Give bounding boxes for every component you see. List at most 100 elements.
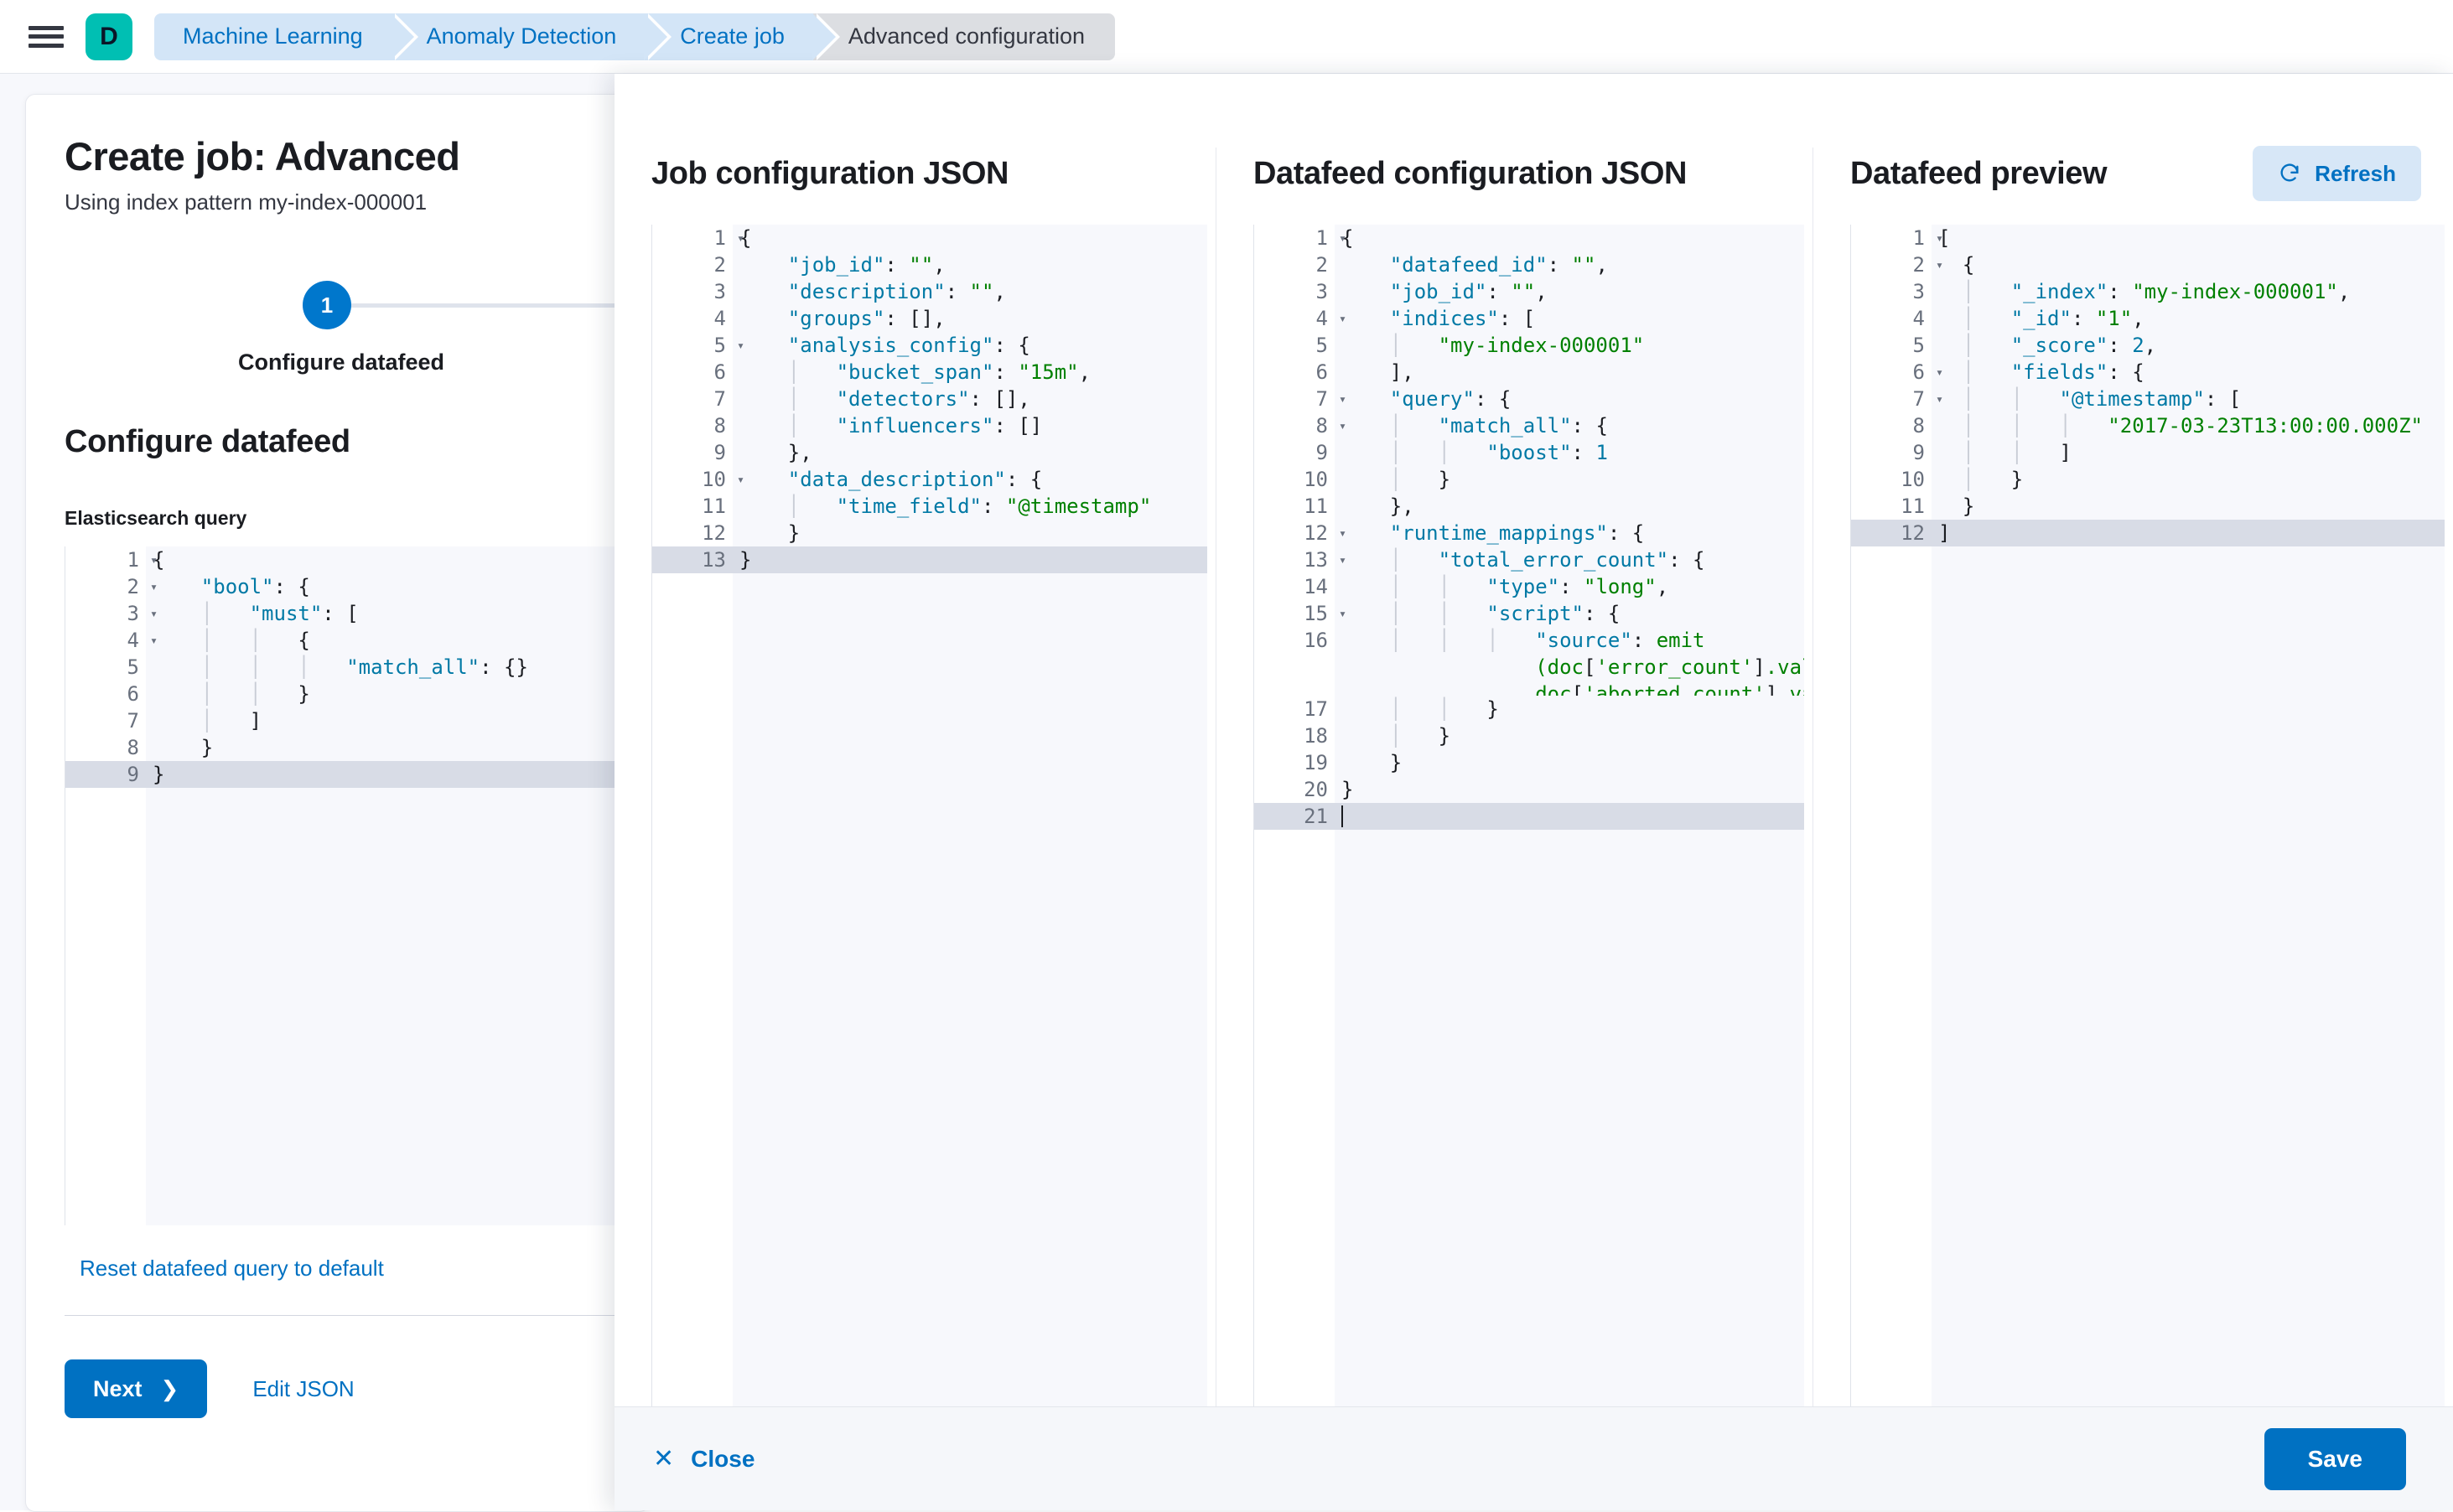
- fold-arrow-icon[interactable]: ▾: [1338, 552, 1346, 567]
- code-text: │ │ }: [146, 681, 649, 707]
- editor-line: 8 │ │ │ "2017-03-23T13:00:00.000Z": [1851, 412, 2445, 439]
- reset-datafeed-query-link[interactable]: Reset datafeed query to default: [80, 1256, 384, 1281]
- line-number: 5: [65, 654, 146, 681]
- editor-line: 9 },: [652, 439, 1207, 466]
- hamburger-icon[interactable]: [29, 23, 64, 51]
- line-number: 12: [1851, 520, 1932, 546]
- editor-line: 9}: [65, 761, 649, 788]
- breadcrumb-item-machine-learning[interactable]: Machine Learning: [154, 13, 418, 60]
- editor-line: 8 }: [65, 734, 649, 761]
- editor-line: 9 │ │ ]: [1851, 439, 2445, 466]
- top-nav-bar: D Machine Learning Anomaly Detection Cre…: [0, 0, 2453, 74]
- hamburger-bar: [29, 25, 64, 30]
- datafeed-configuration-editor[interactable]: 1▾{2 "datafeed_id": "",3 "job_id": "",4▾…: [1253, 225, 1804, 1406]
- code-text: "job_id": "",: [1335, 278, 1804, 305]
- code-text: }: [1335, 749, 1804, 776]
- line-number: 19: [1254, 749, 1335, 776]
- divider: [65, 1315, 649, 1316]
- code-text: │ }: [1932, 466, 2445, 493]
- line-number: 6: [652, 359, 733, 386]
- editor-line: 4▾ "indices": [: [1254, 305, 1804, 332]
- code-text: "bool": {: [146, 573, 649, 600]
- code-text: }: [1932, 493, 2445, 520]
- close-button-label: Close: [691, 1445, 755, 1472]
- line-number: 6: [65, 681, 146, 707]
- line-number: 17: [1254, 696, 1335, 722]
- code-text: │ "_id": "1",: [1932, 305, 2445, 332]
- editor-line: 7 │ "detectors": [],: [652, 386, 1207, 412]
- page-subtitle: Using index pattern my-index-000001: [65, 189, 428, 215]
- line-number: 2▾: [1851, 251, 1943, 278]
- editor-line: 2▾ {: [1851, 251, 2445, 278]
- fold-arrow-icon[interactable]: ▾: [149, 552, 158, 567]
- fold-arrow-icon[interactable]: ▾: [149, 579, 158, 594]
- close-button[interactable]: ✕ Close: [653, 1444, 755, 1473]
- wizard-step-connector: [351, 303, 649, 308]
- code-text: }: [146, 734, 649, 761]
- job-configuration-editor[interactable]: 1▾{2 "job_id": "",3 "description": "",4 …: [651, 225, 1207, 1406]
- wizard-step-1-indicator[interactable]: 1: [303, 281, 351, 329]
- edit-json-link[interactable]: Edit JSON: [252, 1375, 355, 1401]
- line-number: 2: [1254, 251, 1335, 278]
- fold-arrow-icon[interactable]: ▾: [1935, 365, 1943, 380]
- fold-arrow-icon[interactable]: ▾: [149, 606, 158, 621]
- code-text: │ "match_all": {: [1335, 412, 1804, 439]
- code-text: }: [146, 761, 649, 788]
- editor-line: 20}: [1254, 776, 1804, 803]
- line-number: 1▾: [1254, 225, 1346, 251]
- code-text: │ │ ]: [1932, 439, 2445, 466]
- next-button[interactable]: Next ❯: [65, 1359, 208, 1418]
- line-number: 2▾: [65, 573, 158, 600]
- wizard-actions: Next ❯ Edit JSON: [65, 1359, 649, 1418]
- code-text: │ │ {: [146, 627, 649, 654]
- code-text: │ "influencers": []: [733, 412, 1207, 439]
- editor-line: 13}: [652, 546, 1207, 573]
- code-text: "job_id": "",: [733, 251, 1207, 278]
- editor-line: 3 "description": "",: [652, 278, 1207, 305]
- line-number: 7: [652, 386, 733, 412]
- fold-arrow-icon[interactable]: ▾: [1935, 230, 1943, 246]
- fold-arrow-icon[interactable]: ▾: [1338, 391, 1346, 406]
- fold-arrow-icon[interactable]: ▾: [1338, 606, 1346, 621]
- editor-line: 7▾ │ │ "@timestamp": [: [1851, 386, 2445, 412]
- fold-arrow-icon[interactable]: ▾: [1935, 257, 1943, 272]
- fold-arrow-icon[interactable]: ▾: [1935, 391, 1943, 406]
- fold-arrow-icon[interactable]: ▾: [736, 472, 744, 487]
- line-number: 3: [652, 278, 733, 305]
- datafeed-configuration-title: Datafeed configuration JSON: [1253, 155, 1688, 191]
- editor-lines: 1▾[2▾ {3 │ "_index": "my-index-000001",4…: [1851, 225, 2445, 546]
- code-text: [1335, 803, 1804, 830]
- fold-arrow-icon[interactable]: ▾: [149, 633, 158, 648]
- breadcrumb-item-anomaly-detection[interactable]: Anomaly Detection: [391, 13, 672, 60]
- refresh-button[interactable]: Refresh: [2253, 146, 2421, 201]
- editor-line: 11 }: [1851, 493, 2445, 520]
- code-text: │ │ }: [1335, 696, 1804, 722]
- code-text: │ "_score": 2,: [1932, 332, 2445, 359]
- datafeed-preview-editor[interactable]: 1▾[2▾ {3 │ "_index": "my-index-000001",4…: [1850, 225, 2445, 1406]
- save-button[interactable]: Save: [2264, 1427, 2406, 1490]
- fold-arrow-icon[interactable]: ▾: [1338, 230, 1346, 246]
- editor-line: 12▾ "runtime_mappings": {: [1254, 520, 1804, 546]
- fold-arrow-icon[interactable]: ▾: [736, 338, 744, 353]
- code-text: }: [733, 546, 1207, 573]
- editor-line: 5▾ "analysis_config": {: [652, 332, 1207, 359]
- breadcrumb-item-create-job[interactable]: Create job: [645, 13, 840, 60]
- editor-line: 6 │ │ }: [65, 681, 649, 707]
- code-text: "description": "",: [733, 278, 1207, 305]
- editor-line: 11 },: [1254, 493, 1804, 520]
- editor-line: 19 }: [1254, 749, 1804, 776]
- code-text: │ │ "@timestamp": [: [1932, 386, 2445, 412]
- fold-arrow-icon[interactable]: ▾: [1338, 418, 1346, 433]
- fold-arrow-icon[interactable]: ▾: [1338, 311, 1346, 326]
- line-number: 1▾: [1851, 225, 1943, 251]
- chevron-right-icon: ❯: [160, 1375, 179, 1401]
- space-avatar-icon[interactable]: D: [86, 13, 132, 60]
- fold-arrow-icon[interactable]: ▾: [1338, 526, 1346, 541]
- elasticsearch-query-editor[interactable]: 1▾{2▾ "bool": {3▾ │ "must": [4▾ │ │ {5 │…: [65, 546, 649, 1225]
- editor-lines: 1▾{2 "job_id": "",3 "description": "",4 …: [652, 225, 1207, 573]
- code-text: "indices": [: [1335, 305, 1804, 332]
- editor-line: 2 "job_id": "",: [652, 251, 1207, 278]
- fold-arrow-icon[interactable]: ▾: [736, 230, 744, 246]
- code-text: │ "detectors": [],: [733, 386, 1207, 412]
- line-number: 14: [1254, 573, 1335, 600]
